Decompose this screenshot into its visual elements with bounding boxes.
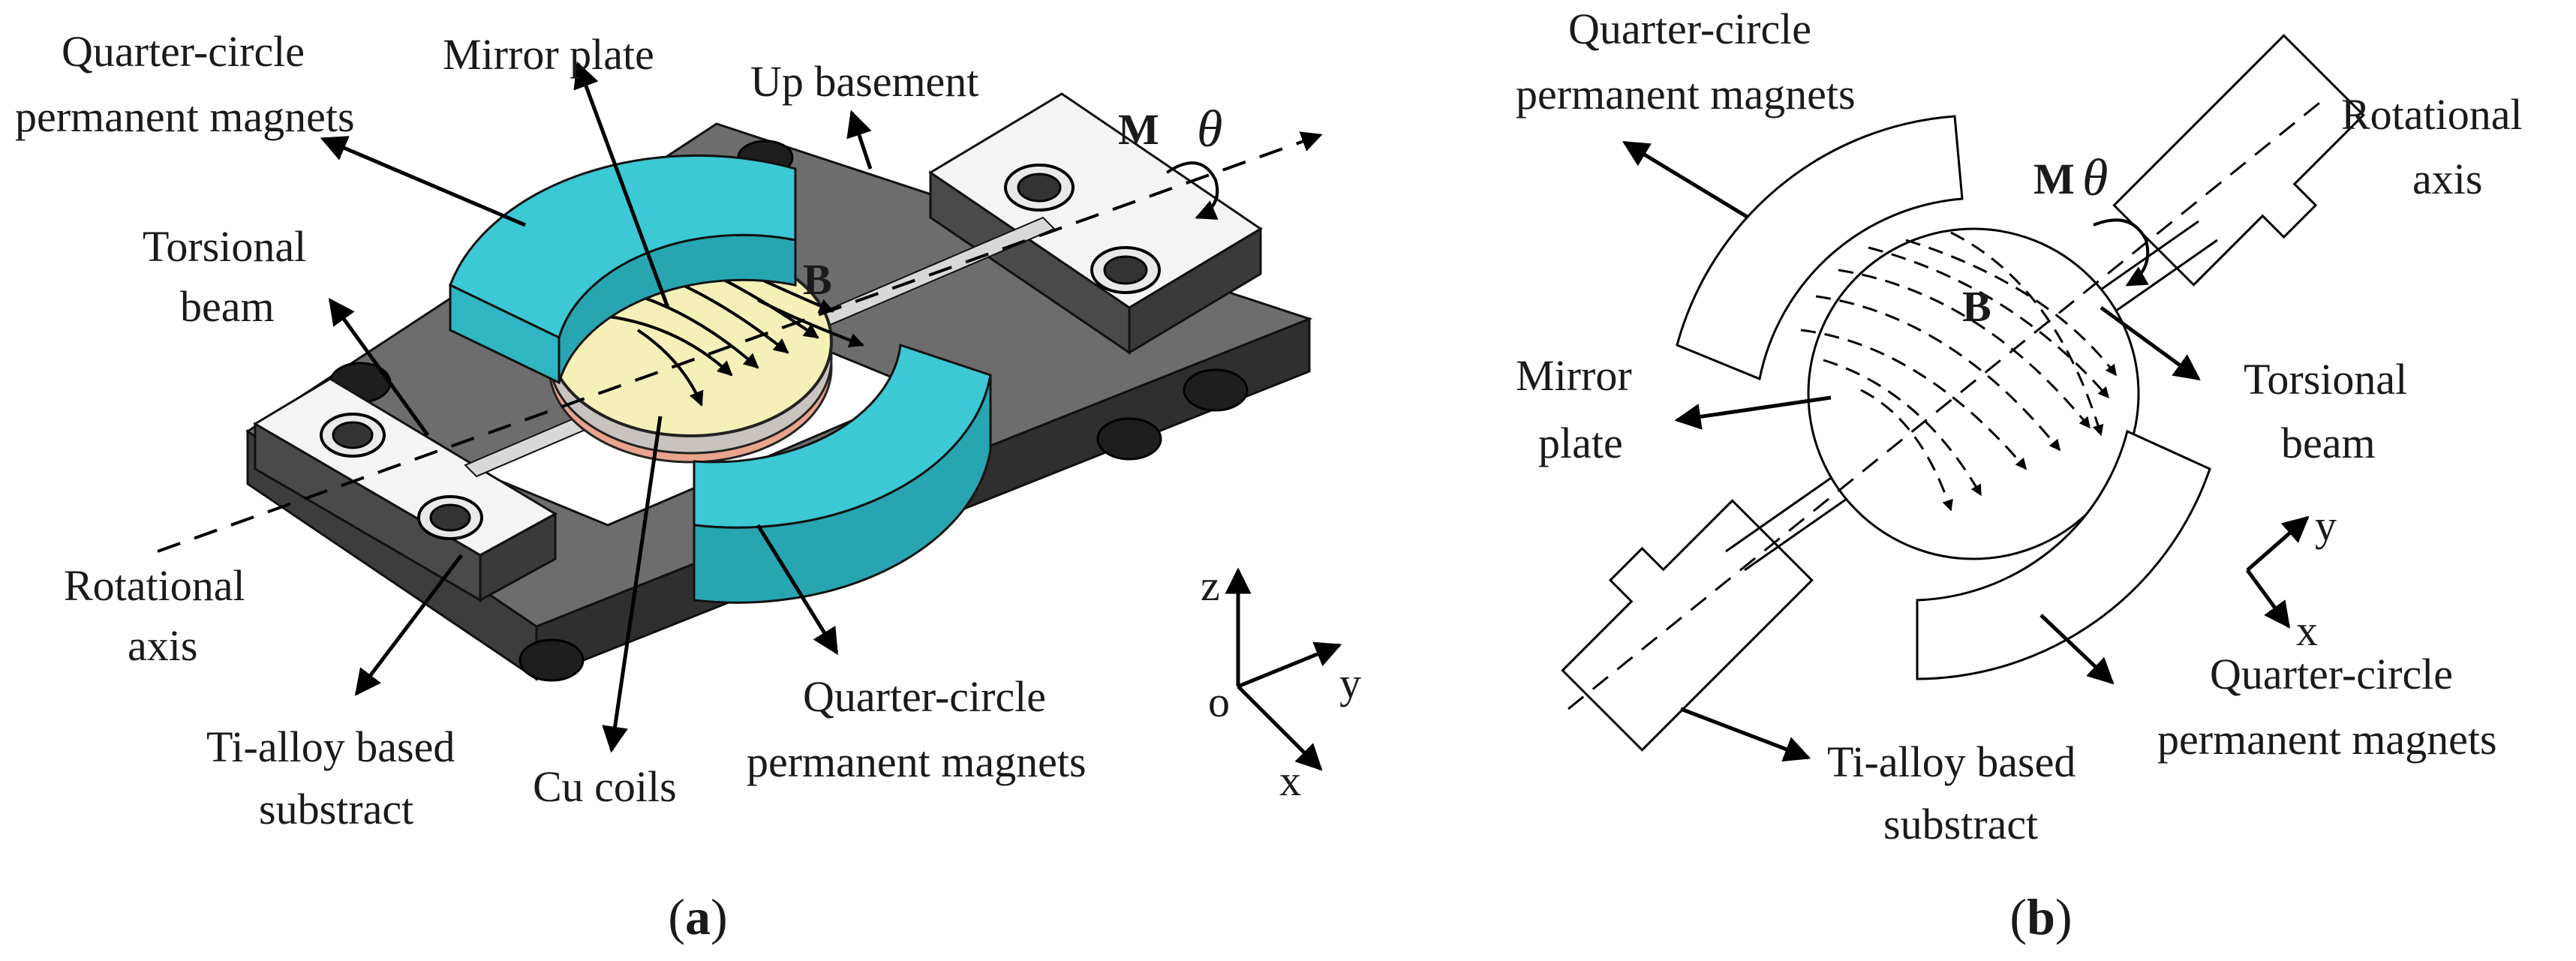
arrow-ti-alloy-b [1680, 707, 1811, 762]
upper-clamp-outline [2112, 34, 2365, 287]
field-line [1950, 231, 2104, 437]
label-moment: M [1118, 105, 1159, 154]
coordinate-axes-a [1225, 567, 1342, 771]
label-field-b-b: B [1962, 282, 1991, 331]
leader-arrows-b [1622, 140, 2201, 762]
label-mirror-b: Mirror [1516, 351, 1632, 400]
lower-clamp [253, 377, 558, 602]
label-axis: axis [128, 621, 197, 670]
label-field-b: B [803, 255, 832, 304]
rotational-axis-line-b [1568, 96, 2327, 710]
label-mirror-plate: Mirror plate [443, 30, 654, 79]
magnet-front-face [693, 374, 992, 604]
caption-b: (b) [2009, 888, 2072, 945]
label-rotational-b: Rotational [2341, 90, 2523, 139]
arrow-magnets-lower-b [2039, 614, 2115, 685]
axis-label-x-b: x [2296, 606, 2318, 655]
field-line [1905, 239, 2118, 377]
axis-label-x: x [1279, 756, 1301, 805]
caption-a: (a) [668, 888, 727, 945]
y-axis [1237, 641, 1342, 689]
label-quarter-circle-upper: Quarter-circle [62, 27, 305, 76]
axis-label-y-b: y [2315, 501, 2337, 550]
label-ti-alloy-b: Ti-alloy based [1827, 737, 2076, 786]
field-line [1860, 389, 1953, 512]
label-permanent-magnets-upper: permanent magnets [15, 92, 355, 141]
mounting-hole [1096, 417, 1162, 461]
y-axis-b [2246, 515, 2310, 572]
arrow-magnets-upper-b [1622, 140, 1750, 220]
clamp-hole [1017, 173, 1062, 203]
panel-b: Quarter-circle permanent magnets Rotatio… [1516, 5, 2523, 945]
label-up-basement: Up basement [750, 57, 978, 106]
label-quarter-circle-lower: Quarter-circle [803, 672, 1046, 721]
label-torsional: Torsional [143, 222, 306, 271]
axis-label-z: z [1201, 561, 1220, 610]
label-cu-coils: Cu coils [533, 762, 677, 811]
clamp-outline [2112, 34, 2365, 287]
magnet-lower-b [1916, 429, 2211, 680]
label-permanent-magnets-upper-b: permanent magnets [1516, 70, 1856, 119]
arrow-cu-coils [602, 416, 663, 753]
field-line [757, 299, 864, 348]
field-lines-b [1800, 231, 2118, 512]
arrow-ti-alloy [354, 554, 463, 696]
panel-a: Quarter-circle permanent magnets Mirror … [15, 27, 1361, 945]
upper-clamp [928, 92, 1263, 355]
field-line [1823, 359, 1982, 497]
label-beam: beam [180, 282, 275, 331]
clamp-top [928, 92, 1263, 309]
field-line [1868, 246, 2110, 399]
mirror-assembly [548, 245, 833, 464]
label-theta: θ [1197, 101, 1222, 158]
arrow-magnets-lower [756, 524, 839, 655]
label-ti-alloy: Ti-alloy based [206, 722, 455, 771]
label-permanent-magnets-lower: permanent magnets [747, 737, 1087, 786]
label-theta-b: θ [2082, 149, 2108, 207]
clamp-hole [1103, 255, 1148, 285]
arrow-mirror-plate [573, 61, 670, 308]
field-line [1815, 295, 2061, 452]
field-line [1838, 269, 2091, 429]
arrow-mirror-plate-b [1674, 395, 1832, 430]
magnet-lower [693, 343, 992, 604]
label-substract-b: substract [1883, 800, 2038, 848]
label-torsional-b: Torsional [2244, 355, 2407, 404]
label-beam-b: beam [2281, 419, 2376, 467]
x-axis [1237, 685, 1323, 771]
magnet-top-face [449, 154, 797, 340]
field-line [1800, 329, 2027, 470]
field-line [596, 314, 733, 377]
label-quarter-circle-lower-b: Quarter-circle [2210, 650, 2453, 698]
magnet-upper [449, 154, 797, 385]
moment-arc-b [2093, 218, 2150, 287]
label-plate-b: plate [1538, 419, 1623, 467]
mirror-plate-b [1807, 227, 2140, 560]
arrow-torsional-beam [328, 298, 430, 437]
label-quarter-circle-upper-b: Quarter-circle [1568, 5, 1811, 53]
label-moment-b: M [2033, 155, 2075, 203]
clamp-hole [332, 421, 374, 449]
magnet-front-face [449, 283, 561, 385]
mounting-hole [519, 638, 585, 682]
field-line [636, 329, 704, 407]
label-axis-b: axis [2412, 155, 2482, 203]
arrow-torsional-beam-b [2100, 305, 2201, 381]
label-rotational: Rotational [64, 561, 245, 610]
arrow-up-basement [846, 110, 873, 170]
label-permanent-magnets-lower-b: permanent magnets [2157, 715, 2497, 764]
magnet-upper-b [1676, 115, 1964, 381]
axis-label-o: o [1208, 677, 1230, 726]
rotational-axis-line [157, 131, 1323, 553]
leader-arrows-a [320, 61, 873, 753]
mounting-hole [1183, 368, 1249, 412]
axis-label-y: y [1339, 659, 1361, 707]
moment-arc [1165, 161, 1219, 220]
label-substract: substract [259, 785, 413, 833]
coordinate-axes-b [2245, 515, 2310, 629]
x-axis-b [2245, 569, 2291, 629]
arrow-magnets-upper [320, 136, 526, 227]
clamp-hole [429, 503, 471, 532]
